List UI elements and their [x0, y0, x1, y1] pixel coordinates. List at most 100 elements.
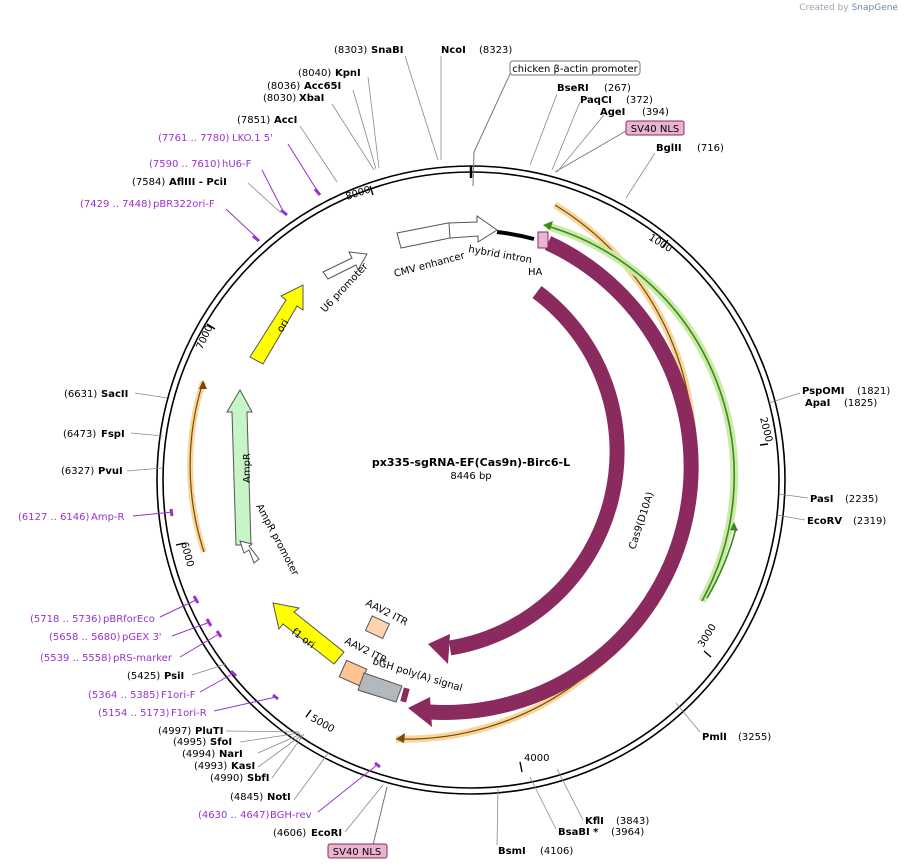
u6-promoter-arrow[interactable] — [322, 251, 368, 280]
site-acc65i-pos: (8036) — [267, 81, 300, 92]
primer-hu6f-range: (7590 .. 7610) — [149, 159, 221, 170]
tick-label-2000: 2000 — [757, 416, 774, 443]
primer-f1orir: F1ori-R — [171, 708, 207, 719]
hybrid-intron-label: hybrid intron — [467, 244, 532, 266]
primer-labels: (7761 .. 7780) LKO.1 5' (7590 .. 7610) h… — [18, 133, 312, 821]
cmv-divider — [448, 222, 451, 239]
snapgene-logo: SnapGene — [851, 3, 898, 13]
primer-bghrev: BGH-rev — [270, 810, 312, 821]
site-apai-pos: (1825) — [844, 398, 877, 409]
site-sfoi: SfoI — [210, 737, 232, 748]
site-sfoi-pos: (4995) — [173, 737, 206, 748]
site-paqci: PaqCI — [580, 95, 612, 106]
cmv-enhancer-arrow[interactable] — [396, 215, 498, 249]
sv40-nls-bottom-callout[interactable]: SV40 NLS — [327, 786, 388, 859]
site-bsmi: BsmI — [498, 846, 526, 857]
hybrid-intron-arrow[interactable] — [496, 230, 535, 241]
site-bglii: BglII — [656, 143, 682, 154]
primer-marks — [169, 188, 381, 769]
chicken-promoter-callout[interactable]: chicken β-actin promoter — [472, 60, 641, 187]
site-sacii-pos: (6631) — [64, 389, 97, 400]
primer-bghrev-range: (4630 .. 4647) — [198, 810, 270, 821]
tick-marks — [175, 166, 769, 773]
green-small-arrow[interactable] — [706, 527, 737, 599]
site-pasi: PasI — [810, 494, 833, 505]
ha-label: HA — [528, 267, 543, 278]
site-pspomi-pos: (1821) — [857, 386, 890, 397]
ampr-promoter-label: AmpR promoter — [253, 502, 300, 578]
site-sbfi: SbfI — [247, 773, 269, 784]
primer-ampr-range: (6127 .. 6146) — [18, 512, 90, 523]
aav2-itr-box-1[interactable] — [364, 615, 391, 640]
site-ecori-pos: (4606) — [273, 828, 306, 839]
primer-pbrforeco-range: (5718 .. 5736) — [30, 614, 102, 625]
site-sbfi-pos: (4990) — [210, 773, 243, 784]
site-fspi-pos: (6473) — [63, 429, 96, 440]
plasmid-length: 8446 bp — [450, 471, 491, 482]
site-pmli-pos: (3255) — [738, 732, 771, 743]
site-psii: PsiI — [164, 671, 184, 682]
site-afliii: AflIII - PciI — [169, 177, 227, 188]
tick-label-4000: 4000 — [524, 753, 549, 764]
sv40-nls-bottom-label: SV40 NLS — [333, 847, 382, 858]
tick-label-1000: 1000 — [646, 232, 673, 255]
site-xbai: XbaI — [299, 93, 324, 104]
site-bglii-pos: (716) — [697, 143, 724, 154]
primer-ampr: Amp-R — [91, 512, 125, 523]
left-orange-arrowhead — [199, 380, 207, 389]
site-acci: AccI — [274, 115, 297, 126]
primer-lko1-range: (7761 .. 7780) — [158, 133, 230, 144]
bgh-small-marker — [400, 687, 410, 703]
tick-label-5000: 5000 — [309, 713, 337, 735]
f1-ori-arrow[interactable] — [272, 602, 345, 665]
site-acc65i: Acc65I — [304, 81, 341, 92]
site-bsmi-pos: (4106) — [540, 846, 573, 857]
site-pluti-pos: (4997) — [158, 726, 191, 737]
site-snabi-pos: (8303) — [334, 45, 367, 56]
ori-arrow[interactable] — [249, 284, 304, 365]
sv40-nls-top-callout[interactable]: SV40 NLS — [554, 120, 685, 173]
orange-band-arrowhead — [396, 733, 405, 743]
site-ecori: EcoRI — [311, 828, 342, 839]
primer-f1orir-range: (5154 .. 5173) — [98, 708, 170, 719]
cmv-enhancer-label: CMV enhancer — [393, 250, 467, 280]
site-bsabi: BsaBI * — [558, 827, 599, 838]
site-xbai-pos: (8030) — [263, 93, 296, 104]
ha-tag[interactable] — [537, 231, 549, 249]
primer-hu6f: hU6-F — [222, 159, 252, 170]
primer-pbr322-range: (7429 .. 7448) — [80, 199, 152, 210]
primer-pbrforeco: pBRforEco — [103, 614, 155, 625]
site-nari-pos: (4994) — [182, 749, 215, 760]
ampr-promoter-arrow[interactable] — [239, 540, 260, 564]
site-kasi: KasI — [231, 761, 255, 772]
site-kpni: KpnI — [335, 68, 361, 79]
cas9-inner-arrow[interactable] — [448, 285, 625, 656]
tick-label-6000: 6000 — [178, 541, 195, 568]
site-afliii-pos: (7584) — [132, 177, 165, 188]
site-ncoi-pos: (8323) — [479, 45, 512, 56]
snapgene-watermark: Created by SnapGene — [799, 3, 898, 13]
site-bseri-pos: (267) — [604, 83, 631, 94]
chicken-promoter-label: chicken β-actin promoter — [512, 64, 638, 75]
site-kfli-pos: (3843) — [616, 816, 649, 827]
site-agei: AgeI — [600, 107, 625, 118]
green-feature-arrow-line — [546, 225, 736, 602]
ampr-arrow[interactable] — [226, 388, 253, 546]
site-nari: NarI — [219, 749, 243, 760]
primer-f1orif: F1ori-F — [161, 690, 196, 701]
site-agei-pos: (394) — [642, 107, 669, 118]
primer-pbr322: pBR322ori-F — [153, 199, 215, 210]
site-noti-pos: (4845) — [230, 792, 263, 803]
site-kpni-pos: (8040) — [298, 68, 331, 79]
site-ecorv-pos: (2319) — [853, 516, 886, 527]
primer-lko1: LKO.1 5' — [232, 133, 273, 144]
bgh-polya-box[interactable] — [357, 672, 403, 703]
primer-f1orif-range: (5364 .. 5385) — [88, 690, 160, 701]
green-arrowhead — [543, 221, 553, 230]
cas9-outer-arrow[interactable] — [429, 236, 699, 720]
site-sacii: SacII — [101, 389, 128, 400]
site-pmli: PmlI — [702, 732, 727, 743]
site-paqci-pos: (372) — [626, 95, 653, 106]
site-pasi-pos: (2235) — [845, 494, 878, 505]
sv40-nls-top-label: SV40 NLS — [631, 124, 680, 135]
